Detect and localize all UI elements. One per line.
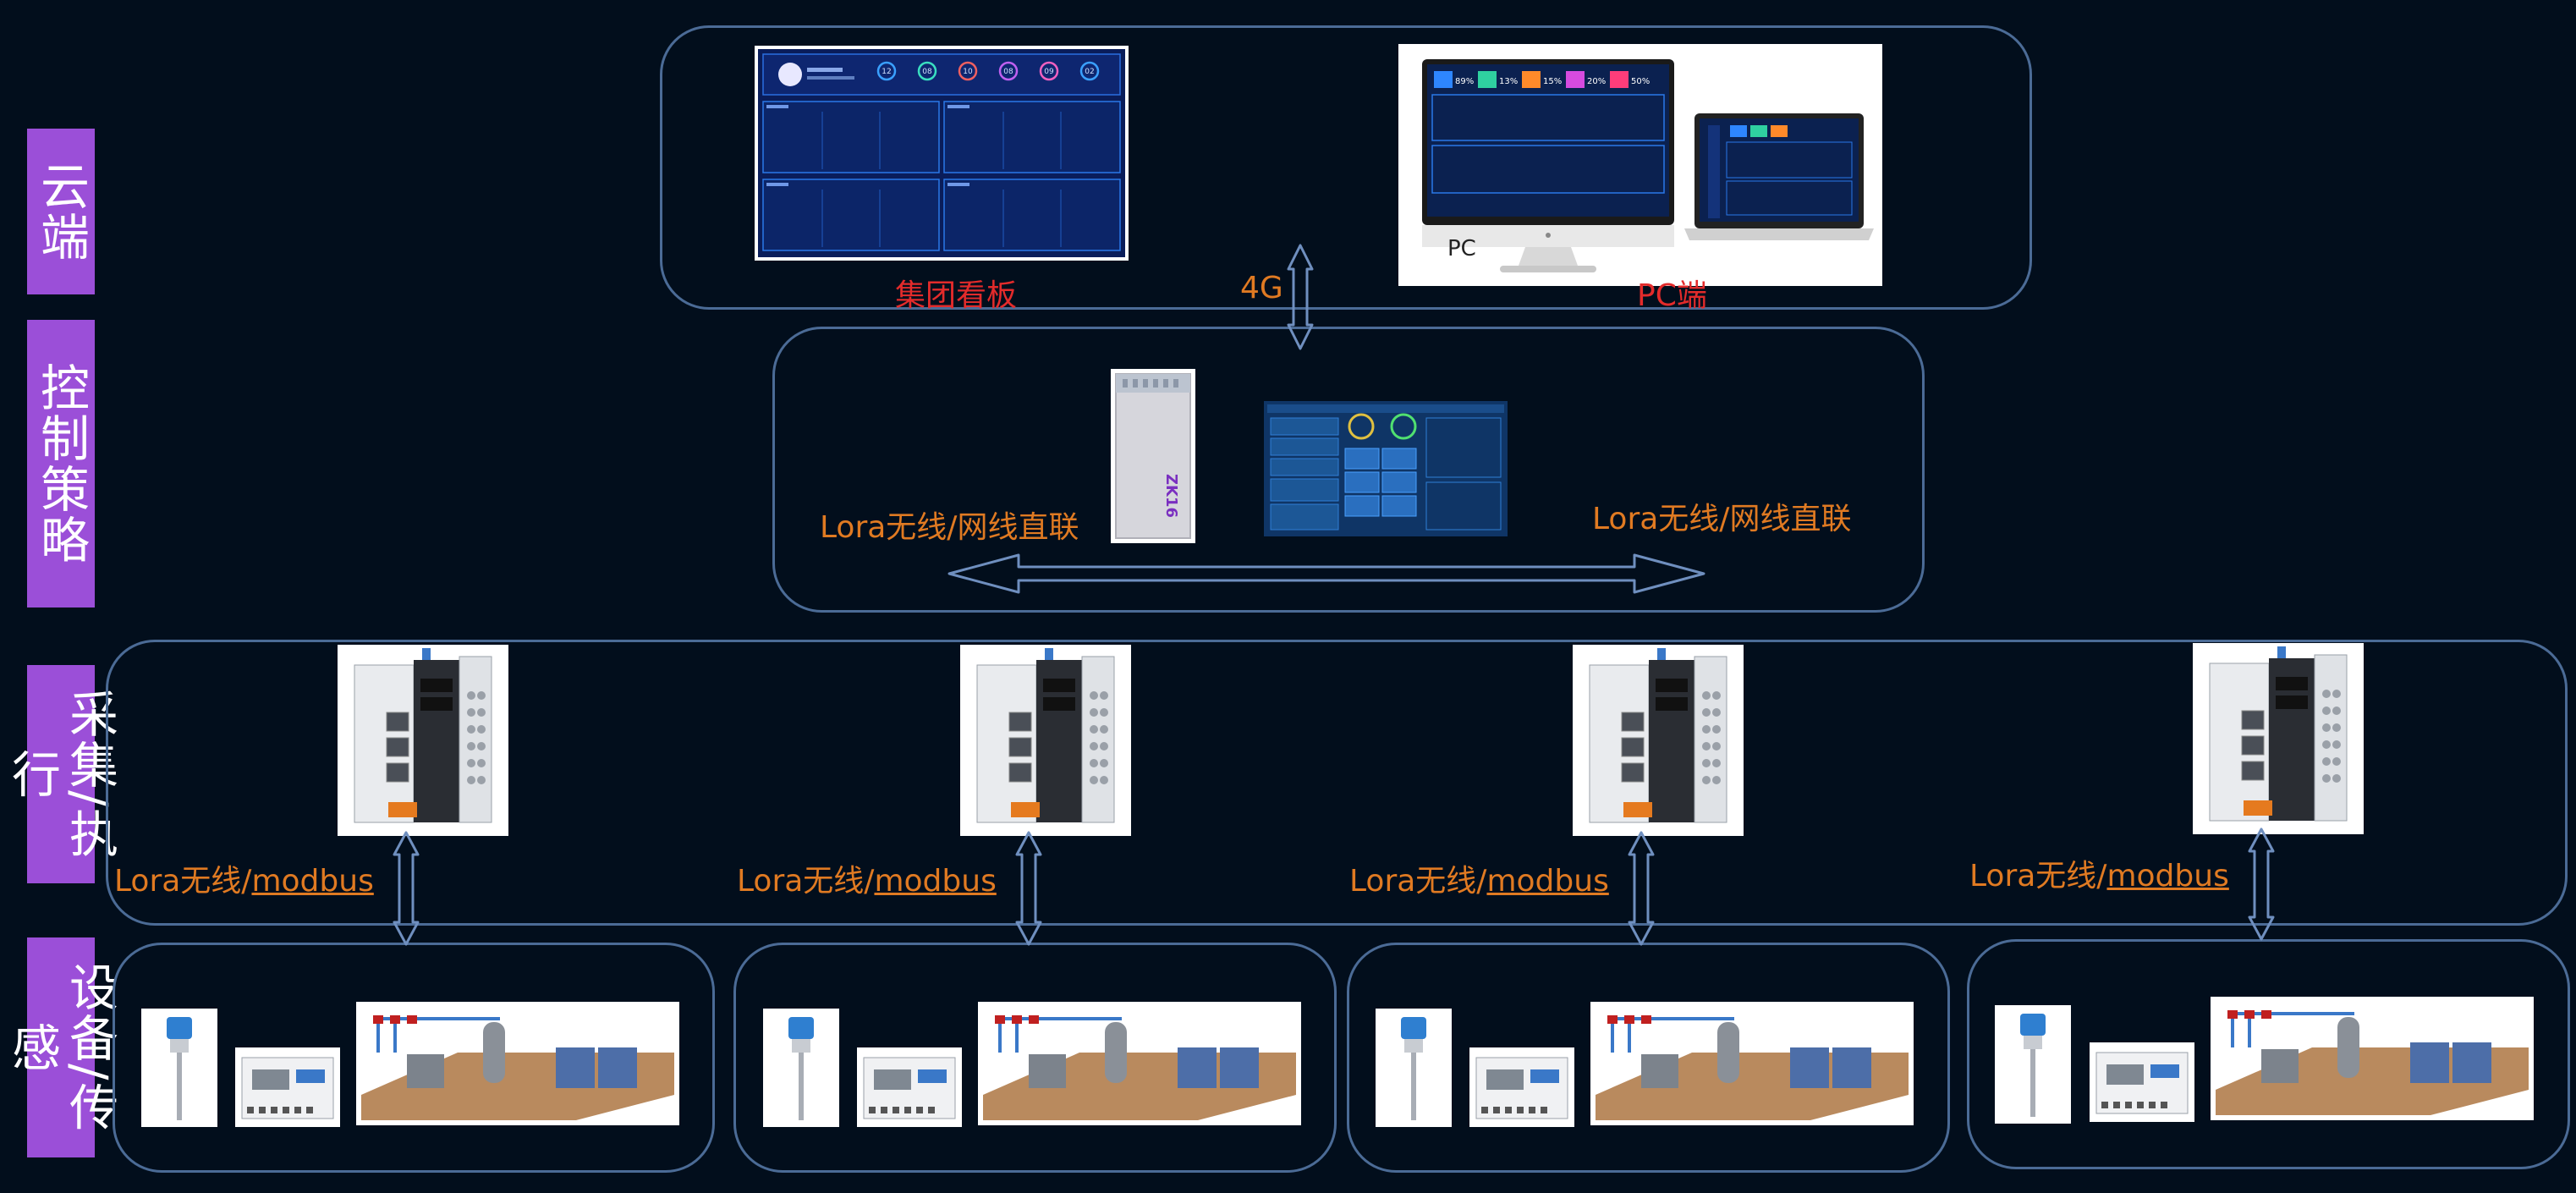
layer-label-control: 控制策略 (27, 320, 95, 607)
compressor-system-2 (978, 1002, 1301, 1125)
dashboard-stat-4: 08 (1003, 68, 1013, 76)
collect-caption-1-prefix: Lora无线/ (114, 864, 252, 899)
layer-label-device: 设备/传感 (3, 937, 118, 1157)
collect-caption-1: Lora无线/modbus (114, 856, 374, 900)
collect-caption-4-modbus: modbus (2106, 859, 2229, 893)
dashboard-stat-2: 08 (922, 68, 932, 76)
collect-frame (106, 640, 2568, 926)
collect-caption-4: Lora无线/modbus (1969, 851, 2229, 895)
pc-monitor-label: PC (1447, 236, 1476, 261)
pc-terminal-image: 89% 13% 15% 20% 50% PC (1398, 44, 1882, 286)
pc-stat-4: 20% (1587, 77, 1606, 86)
group-dashboard-image: 12 08 10 08 09 02 (755, 46, 1129, 261)
cloud-frame (660, 25, 2032, 310)
power-meter-3 (1469, 1047, 1574, 1127)
control-right-caption: Lora无线/网线直联 (1592, 502, 1852, 536)
plc-module-1 (338, 645, 508, 836)
pc-stat-5: 50% (1631, 77, 1650, 86)
flow-sensor-1 (141, 1009, 217, 1127)
plc-module-3 (1573, 645, 1744, 836)
dashboard-stat-3: 10 (963, 68, 973, 76)
dashboard-stat-1: 12 (882, 68, 891, 76)
plc-module-4 (2193, 643, 2364, 834)
dashboard-stat-6: 02 (1085, 68, 1094, 76)
power-meter-4 (2090, 1042, 2194, 1122)
collect-caption-1-modbus: modbus (251, 864, 374, 899)
control-left-caption: Lora无线/网线直联 (820, 510, 1079, 545)
link-4g-caption: 4G (1240, 271, 1283, 305)
pc-stat-2: 13% (1499, 77, 1518, 86)
control-frame (772, 327, 1925, 613)
zk16-label: ZK16 (1162, 474, 1180, 518)
flow-sensor-2 (763, 1009, 839, 1127)
board-caption: 集团看板 (895, 278, 1018, 313)
collect-caption-3-modbus: modbus (1486, 864, 1609, 899)
collect-caption-3-prefix: Lora无线/ (1349, 864, 1487, 899)
collect-caption-4-prefix: Lora无线/ (1969, 859, 2107, 893)
compressor-system-1 (356, 1002, 679, 1125)
flow-sensor-4 (1995, 1005, 2071, 1124)
zk16-controller-image: ZK16 (1111, 369, 1195, 543)
device-frame-4 (1967, 939, 2570, 1169)
pc-caption: PC端 (1637, 278, 1707, 313)
plc-module-2 (960, 645, 1131, 836)
layer-label-collect: 采集/执行 (3, 665, 118, 883)
collect-caption-2-modbus: modbus (874, 864, 997, 899)
dashboard-stat-5: 09 (1044, 68, 1054, 76)
collect-caption-2-prefix: Lora无线/ (737, 864, 875, 899)
layer-label-cloud: 云端 (27, 129, 95, 294)
compressor-system-3 (1590, 1002, 1914, 1125)
power-meter-2 (857, 1047, 962, 1127)
control-strategy-screen-image (1264, 401, 1508, 536)
pc-stat-3: 15% (1543, 77, 1562, 86)
compressor-system-4 (2211, 997, 2534, 1120)
collect-caption-2: Lora无线/modbus (737, 856, 997, 900)
collect-caption-3: Lora无线/modbus (1349, 856, 1609, 900)
power-meter-1 (235, 1047, 340, 1127)
flow-sensor-3 (1376, 1009, 1452, 1127)
pc-stat-1: 89% (1455, 77, 1474, 86)
